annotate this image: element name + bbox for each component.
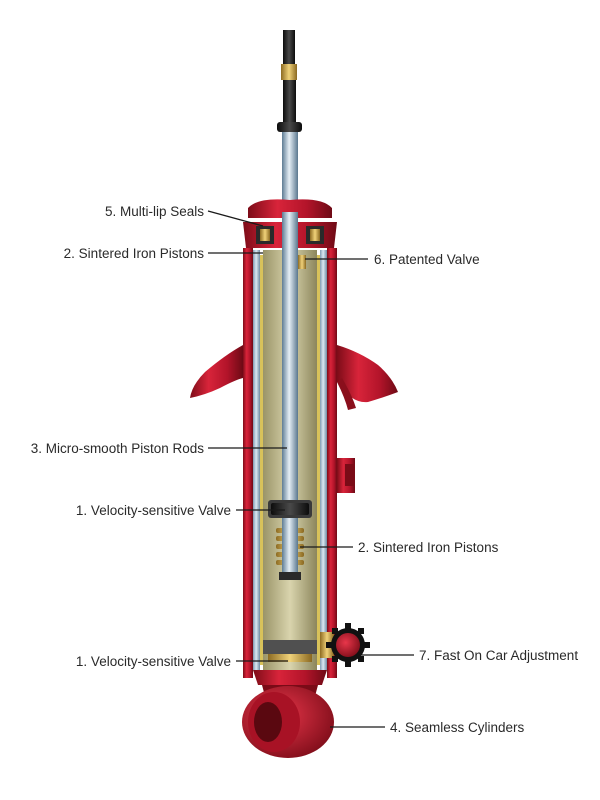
piston-assembly bbox=[268, 500, 312, 580]
piston-rod-upper bbox=[282, 132, 298, 212]
callout-seamless-cylinders: 4. Seamless Cylinders bbox=[390, 720, 525, 735]
base-valve bbox=[253, 640, 327, 685]
top-mount-stud bbox=[277, 30, 302, 132]
piston-rod bbox=[282, 212, 298, 532]
callout-sintered-iron-pistons-top: 2. Sintered Iron Pistons bbox=[64, 246, 205, 261]
outer-body bbox=[243, 248, 337, 678]
spring-seat-flange bbox=[190, 345, 398, 410]
callout-multi-lip-seals: 5. Multi-lip Seals bbox=[105, 204, 204, 219]
side-bracket bbox=[337, 458, 355, 493]
adjustment-knob bbox=[320, 623, 370, 667]
callout-labels: 5. Multi-lip Seals 2. Sintered Iron Pist… bbox=[31, 204, 579, 735]
callout-fast-on-car-adjustment: 7. Fast On Car Adjustment bbox=[419, 648, 578, 663]
callout-velocity-sensitive-valve-lower: 1. Velocity-sensitive Valve bbox=[76, 654, 231, 669]
callout-sintered-iron-pistons-lower: 2. Sintered Iron Pistons bbox=[358, 540, 499, 555]
callout-velocity-sensitive-valve-upper: 1. Velocity-sensitive Valve bbox=[76, 503, 231, 518]
patented-valve-part bbox=[298, 255, 306, 269]
leader-multi-lip-seals bbox=[207, 210, 264, 227]
bottom-eye-mount bbox=[242, 685, 334, 758]
callout-patented-valve: 6. Patented Valve bbox=[374, 252, 480, 267]
leader-lines bbox=[207, 210, 414, 728]
callout-micro-smooth-piston-rods: 3. Micro-smooth Piston Rods bbox=[31, 441, 205, 456]
